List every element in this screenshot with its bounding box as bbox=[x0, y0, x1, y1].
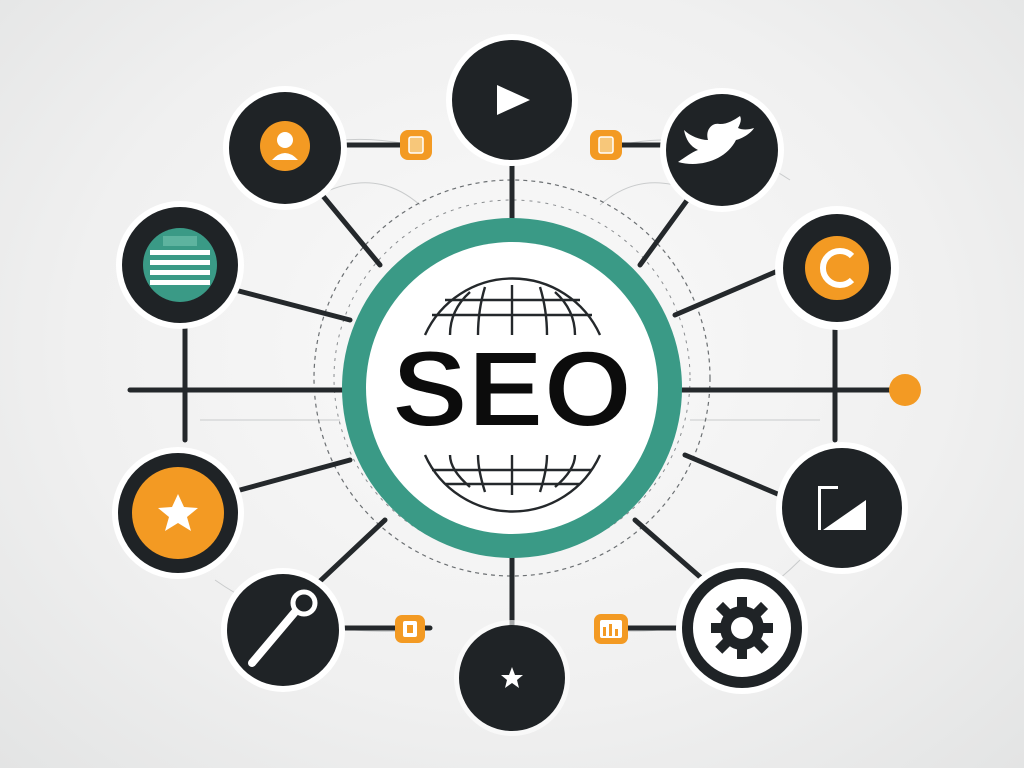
user-icon bbox=[260, 121, 310, 171]
settings-node[interactable] bbox=[676, 562, 808, 694]
top-right-link-badge bbox=[590, 130, 622, 160]
favorite-node[interactable] bbox=[454, 620, 570, 736]
twitter-bird-icon bbox=[678, 116, 754, 164]
letter-c-icon bbox=[805, 236, 869, 300]
seo-hub: SEO bbox=[342, 218, 682, 558]
gear-icon bbox=[711, 597, 773, 659]
user-profile-node[interactable] bbox=[223, 86, 347, 210]
top-left-link-badge bbox=[400, 130, 432, 160]
search-tool-node[interactable] bbox=[221, 568, 345, 692]
list-document-icon bbox=[143, 228, 217, 302]
dashed-ring-outer bbox=[313, 179, 711, 577]
bottom-right-link-badge bbox=[594, 614, 628, 644]
seo-title: SEO bbox=[392, 328, 632, 449]
magnifier-icon bbox=[248, 589, 318, 667]
document-list-node[interactable] bbox=[116, 201, 244, 329]
right-end-dot bbox=[889, 374, 921, 406]
chart-node[interactable] bbox=[776, 442, 908, 574]
star-rating-node[interactable] bbox=[112, 447, 244, 579]
small-star-icon bbox=[501, 667, 523, 688]
play-icon bbox=[497, 85, 530, 115]
twitter-node[interactable] bbox=[660, 88, 784, 212]
bottom-left-link-badge bbox=[395, 615, 425, 643]
bar-chart-icon bbox=[818, 486, 866, 530]
globe-icon bbox=[423, 277, 602, 513]
star-icon bbox=[132, 467, 224, 559]
dashed-ring-inner bbox=[333, 199, 691, 557]
copyright-node[interactable] bbox=[775, 206, 899, 330]
play-video-node[interactable] bbox=[446, 34, 578, 166]
